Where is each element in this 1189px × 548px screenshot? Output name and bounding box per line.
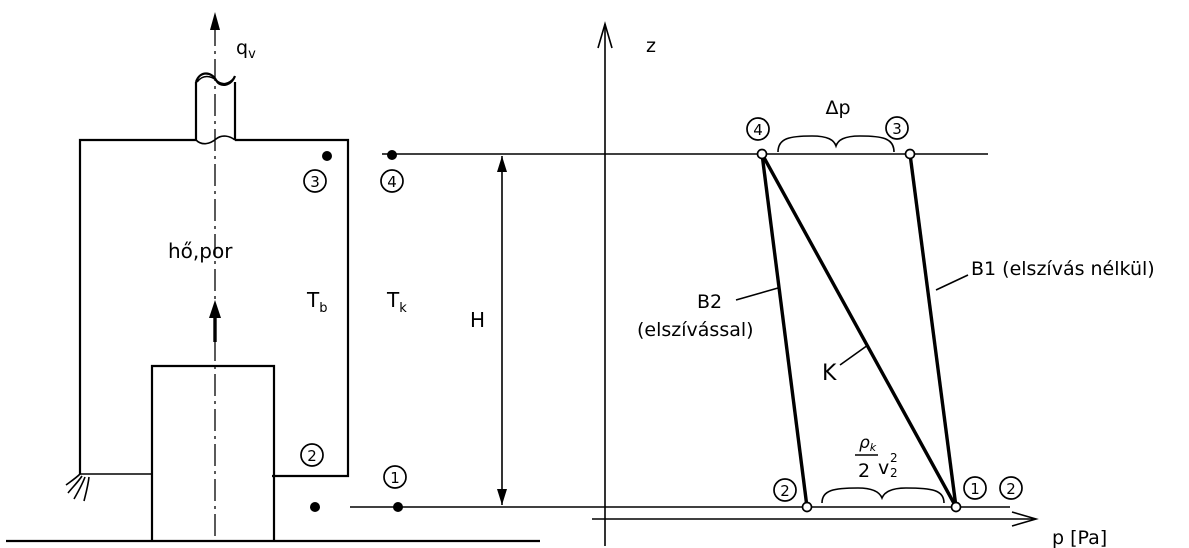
svg-text:2: 2 [890, 451, 898, 465]
dynamic-pressure-brace [821, 487, 945, 504]
height-label: H [470, 308, 485, 332]
b2-label: B2 [697, 291, 722, 313]
source-box [150, 364, 276, 541]
point-marker-4-right: 4 [746, 117, 770, 141]
outside-temperature-label: Tk [386, 288, 407, 316]
svg-text:1: 1 [390, 469, 400, 487]
k-leader [839, 344, 869, 366]
room-schematic: qv hő,por Tb Tk 3 4 2 1 [6, 12, 1010, 543]
height-arrow-top [497, 156, 507, 172]
point-marker-1-right: 1 [963, 476, 987, 500]
svg-text:3: 3 [310, 173, 320, 191]
heat-dust-label: hő,por [168, 239, 233, 263]
b1-label: B1 (elszívás nélkül) [971, 258, 1155, 280]
dynamic-pressure-label: ρk 2 v 2 2 [855, 433, 898, 482]
z-axis-arrowhead [597, 21, 613, 49]
inside-top-dot [322, 151, 332, 161]
diagram-point-1 [950, 501, 962, 513]
svg-text:2: 2 [307, 447, 317, 465]
b2-note: (elszívással) [637, 319, 754, 341]
svg-text:2: 2 [890, 466, 898, 480]
delta-p-label: Δp [825, 97, 850, 119]
svg-text:4: 4 [753, 121, 763, 139]
line-b2 [760, 153, 809, 508]
point-marker-4-left: 4 [380, 169, 404, 193]
line-k [760, 153, 958, 508]
flow-rate-label: qv [236, 37, 256, 62]
inside-bottom-dot [310, 502, 320, 512]
p-axis-arrowhead [1011, 511, 1039, 527]
z-axis-label: z [646, 35, 656, 57]
exhaust-duct [194, 72, 237, 145]
b1-leader [935, 274, 969, 291]
pressure-diagram: z p [Pa] 4 3 2 1 2 [592, 21, 1155, 548]
svg-text:ρk: ρk [859, 433, 877, 454]
svg-text:2: 2 [780, 482, 790, 500]
p-axis-label: p [Pa] [1052, 527, 1107, 548]
floor-opening-hatch [65, 473, 152, 502]
svg-text:1: 1 [970, 480, 980, 498]
k-label: K [822, 361, 837, 386]
diagram-point-2 [801, 501, 813, 513]
delta-p-brace [777, 135, 895, 153]
svg-text:3: 3 [892, 120, 902, 138]
b2-leader [735, 287, 779, 301]
room-outline [78, 138, 350, 478]
svg-text:v: v [878, 457, 889, 479]
point-marker-3-right: 3 [885, 116, 909, 140]
point-marker-3-left: 3 [303, 169, 327, 193]
diagram-point-3 [904, 148, 916, 160]
inside-temperature-label: Tb [306, 288, 327, 316]
svg-text:4: 4 [387, 173, 397, 191]
flow-arrowhead [210, 12, 220, 30]
line-b1 [908, 153, 958, 508]
point-marker-2-right-bottom: 2 [773, 478, 797, 502]
point-marker-2-right-edge: 2 [999, 476, 1023, 500]
svg-text:2: 2 [1006, 480, 1016, 498]
outside-top-dot [387, 150, 397, 160]
svg-text:2: 2 [858, 460, 870, 482]
diagram-point-4 [756, 148, 768, 160]
point-marker-2-left: 2 [300, 443, 324, 467]
height-arrow-bottom [497, 489, 507, 505]
point-marker-1-left: 1 [383, 465, 407, 489]
heat-arrowhead [209, 300, 221, 318]
